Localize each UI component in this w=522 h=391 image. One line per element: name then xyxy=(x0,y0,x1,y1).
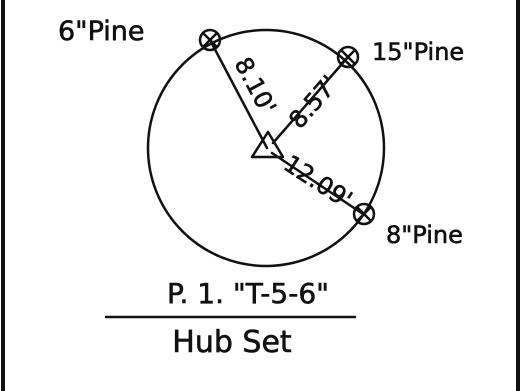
tree-label-6in-pine: 6"Pine xyxy=(58,16,145,47)
tie-line-8in-pine xyxy=(270,151,365,216)
tree-symbol-8in-pine xyxy=(352,202,376,226)
reference-circle xyxy=(146,28,386,268)
distance-label-6in-pine: 8.10' xyxy=(229,53,282,119)
tree-symbol-6in-pine xyxy=(198,28,222,52)
distance-label-8in-pine: 12.09' xyxy=(279,150,357,215)
tree-symbol-15in-pine xyxy=(336,45,360,69)
tree-label-15in-pine: 15"Pine xyxy=(372,38,464,66)
tie-line-15in-pine xyxy=(271,55,350,145)
point-type-label: Hub Set xyxy=(172,325,292,360)
tree-label-8in-pine: 8"Pine xyxy=(386,221,463,249)
hub-triangle-symbol xyxy=(250,130,285,159)
point-id-label: P. 1. "T-5-6" xyxy=(167,277,329,310)
tie-line-6in-pine xyxy=(208,38,269,150)
distance-label-15in-pine: 8.57' xyxy=(283,70,344,134)
